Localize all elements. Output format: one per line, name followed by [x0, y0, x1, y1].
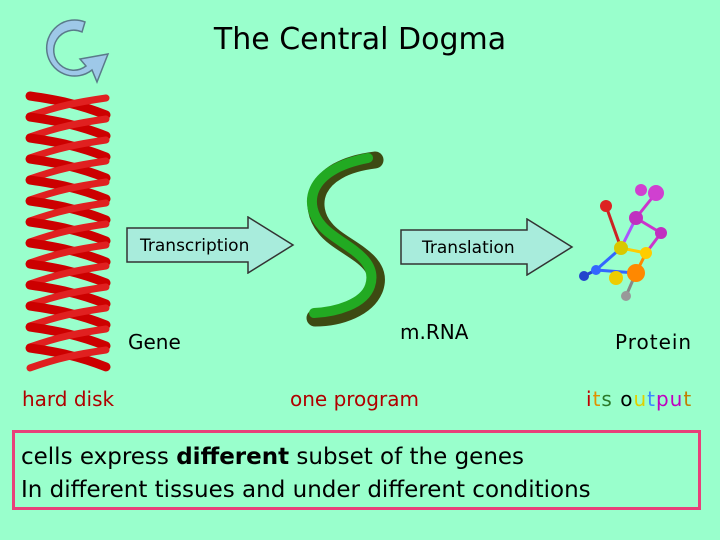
one-program-label: one program — [290, 387, 419, 411]
dna-strand-segment — [26, 115, 110, 141]
dna-strand-segment — [26, 304, 110, 330]
dna-strand-segment — [26, 283, 110, 309]
dna-strand-segment — [26, 157, 110, 183]
dna-strand-segment — [26, 220, 110, 246]
dna-strand-segment — [26, 241, 110, 267]
dna-strand-segment — [26, 262, 110, 288]
mrna-label: m.RNA — [400, 320, 469, 344]
protein-molecule-icon — [579, 184, 667, 301]
hard-disk-label: hard disk — [22, 387, 115, 411]
note-line-2: In different tissues and under different… — [21, 477, 591, 503]
dna-strand-segment — [26, 199, 110, 225]
dna-strand-segment — [26, 178, 110, 204]
page-title: The Central Dogma — [213, 22, 507, 57]
transcription-arrow — [126, 216, 295, 274]
note-line-1-suffix: subset of the genes — [289, 444, 525, 470]
cycle-arrow-icon — [45, 19, 110, 84]
note-box: cells express different subset of the ge… — [12, 430, 701, 510]
its-output-label: its output — [586, 387, 693, 411]
gene-label: Gene — [128, 330, 181, 354]
translation-label: Translation — [422, 238, 515, 258]
transcription-label: Transcription — [140, 236, 250, 256]
mrna-strand-icon — [306, 151, 385, 327]
note-line-1-bold: different — [176, 444, 290, 470]
note-line-1: cells express different subset of the ge… — [21, 441, 698, 474]
protein-label: Protein — [615, 330, 693, 354]
dna-strand-segment — [26, 136, 110, 162]
dna-strand-segment — [26, 325, 110, 351]
dna-strand-segment — [26, 94, 110, 120]
note-line-1-prefix: cells express — [21, 444, 177, 470]
translation-arrow — [400, 218, 574, 276]
dna-helix-icon — [25, 91, 111, 372]
dna-strand-segment — [26, 346, 110, 372]
